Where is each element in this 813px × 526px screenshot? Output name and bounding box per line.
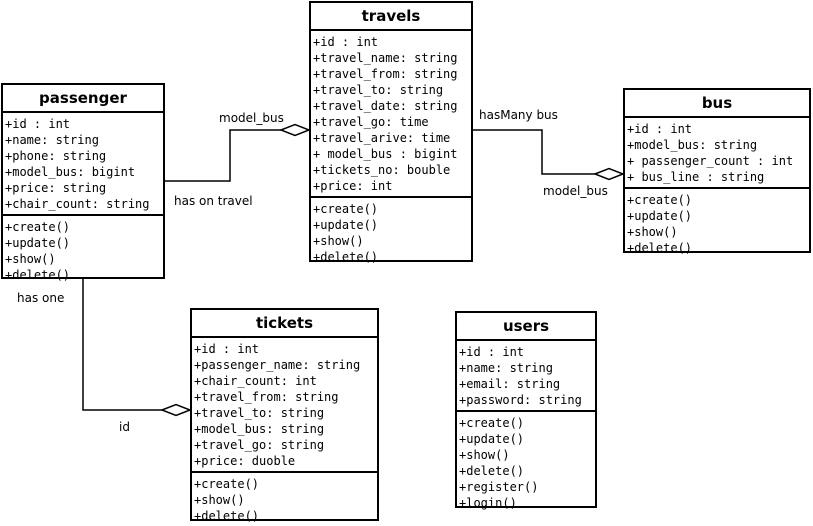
class-attribute: +chair_count: string [5,197,150,211]
class-attribute: +travel_name: string [313,51,458,65]
class-attribute: +passenger_name: string [194,358,361,372]
class-method: +update() [5,236,71,250]
class-title: bus [625,90,809,118]
label-id: id [119,420,130,434]
class-attribute: +id : int [459,345,525,359]
class-attribute: +travel_go: time [313,115,429,129]
class-attribute: +travel_from: string [194,390,339,404]
class-attribute: +id : int [313,35,379,49]
class-attribute: +model_bus: bigint [5,165,136,179]
label-has-on-travel: has on travel [174,194,253,208]
label-model-bus-travels: model_bus [219,111,284,125]
class-methods: +create() +update() +show() +delete() [625,189,809,258]
label-has-many-bus: hasMany bus [479,108,558,122]
class-attribute: +travel_date: string [313,99,458,113]
class-method: +delete() [627,241,693,255]
class-attribute: + passenger_count : int [627,154,794,168]
class-tickets: tickets +id : int +passenger_name: string… [190,308,379,523]
class-attribute: +model_bus: string [627,138,758,152]
class-method: +update() [627,209,693,223]
class-title: tickets [192,310,377,338]
travels-bus-diamond [592,167,626,181]
class-attribute: +id : int [627,122,693,136]
class-travels: travels +id : int +travel_name: string +tr… [309,1,473,264]
class-attributes: +id : int +travel_name: string +travel_fro… [311,31,471,198]
class-method: +create() [313,202,379,216]
class-method: +delete() [313,250,379,264]
class-methods: +create() +show() +delete() [192,473,377,526]
label-has-one: has one [17,291,65,305]
class-attributes: +id : int +name: string +email: string +pas… [457,341,595,412]
class-methods: +create() +update() +show() +delete() [3,216,163,285]
class-attributes: +id : int +model_bus: string + passenger_c… [625,118,809,189]
class-attribute: + bus_line : string [627,170,765,184]
class-method: +create() [5,220,71,234]
class-attribute: +id : int [5,117,71,131]
class-attribute: +price: duoble [194,454,296,468]
class-method: +create() [194,477,260,491]
class-attribute: +id : int [194,342,260,356]
class-method: +delete() [194,509,260,523]
class-attribute: +email: string [459,377,561,391]
class-attribute: + model_bus : bigint [313,147,458,161]
class-method: +update() [459,432,525,446]
class-attributes: +id : int +name: string +phone: string +mod… [3,113,163,216]
class-method: +show() [5,252,56,266]
travels-bus-line [473,129,595,175]
class-attributes: +id : int +passenger_name: string +chair_c… [192,338,377,473]
class-title: passenger [3,85,163,113]
class-attribute: +tickets_no: bouble [313,163,451,177]
passenger-tickets-line [82,279,162,411]
passenger-travels-diamond [278,123,312,137]
class-attribute: +price: int [313,179,393,193]
class-attribute: +name: string [459,361,553,375]
label-model-bus-bus: model_bus [543,184,608,198]
class-attribute: +password: string [459,393,582,407]
class-bus: bus +id : int +model_bus: string + passeng… [623,88,811,255]
class-attribute: +travel_to: string [194,406,325,420]
class-title: travels [311,3,471,31]
class-method: +create() [459,416,525,430]
class-method: +delete() [459,464,525,478]
class-attribute: +name: string [5,133,99,147]
class-method: +login() [459,496,517,510]
class-attribute: +travel_go: string [194,438,325,452]
class-attribute: +travel_arive: time [313,131,451,145]
class-title: users [457,313,595,341]
class-method: +show() [194,493,245,507]
class-method: +create() [627,193,693,207]
class-attribute: +price: string [5,181,107,195]
class-attribute: +travel_to: string [313,83,444,97]
class-method: +show() [313,234,364,248]
passenger-travels-line [165,129,281,182]
class-attribute: +chair_count: int [194,374,317,388]
class-methods: +create() +update() +show() +delete() [311,198,471,267]
class-attribute: +travel_from: string [313,67,458,81]
class-method: +delete() [5,268,71,282]
class-method: +show() [627,225,678,239]
class-passenger: passenger +id : int +name: string +phone: … [1,83,165,282]
class-method: +update() [313,218,379,232]
class-method: +show() [459,448,510,462]
passenger-tickets-diamond [159,403,193,417]
class-users: users +id : int +name: string +email: stri… [455,311,597,510]
class-attribute: +phone: string [5,149,107,163]
class-methods: +create() +update() +show() +delete() +regis… [457,412,595,513]
class-attribute: +model_bus: string [194,422,325,436]
class-method: +register() [459,480,539,494]
